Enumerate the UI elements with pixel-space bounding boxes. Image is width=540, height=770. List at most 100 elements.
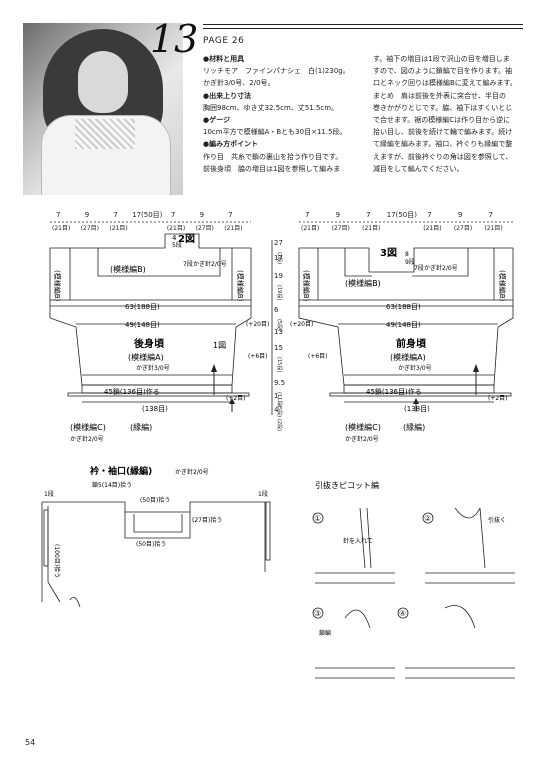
header-rule <box>203 24 523 29</box>
instruction-line: 拾い目し、前後を続けて輪で編みます。続け <box>373 128 513 137</box>
picot-step-label: ② <box>424 514 431 523</box>
top-dimension: 7 <box>171 211 175 219</box>
front-pattern-a: (模様編A) <box>390 352 426 362</box>
back-pattern-b-left: (模様編B) <box>53 270 62 302</box>
instruction-line: 10cm平方で模様編A・Bとも30目×11.5段。 <box>203 128 347 137</box>
front-pattern-b: (模様編B) <box>345 278 381 288</box>
front-band-hook: かぎ針2/0号 <box>424 264 458 272</box>
pattern-number: 13 <box>150 17 199 61</box>
front-band-rows: 7段 <box>414 264 424 272</box>
top-dimension-count: (21目) <box>362 225 380 232</box>
back-side-inc-lower: (+6目) <box>248 353 268 360</box>
picot-title: 引抜きピコット編 <box>315 480 379 490</box>
back-title: 後身頃 <box>134 337 165 350</box>
instruction-line: ●材料と用具 <box>203 55 245 63</box>
back-bottom-inc: (+2目) <box>226 395 246 402</box>
instruction-line: 巻きかがりとじです。脇、袖下はすくいとじ <box>373 103 513 112</box>
left-band-label: 1段 <box>44 490 54 498</box>
top-dimension-count: (21目) <box>52 225 70 232</box>
back-pattern-b: (模様編B) <box>110 264 146 274</box>
instruction-line: て縁編を編みます。袖口、衿ぐりも縁編で整 <box>373 140 513 149</box>
top-dimension-count: (27目) <box>454 225 472 232</box>
instruction-line: ●編み方ポイント <box>203 140 259 149</box>
page-reference: PAGE 26 <box>203 36 245 46</box>
instruction-line: す。袖下の増目は1段で沢山の目を増目しま <box>373 55 510 63</box>
top-dimension: 9 <box>458 211 462 219</box>
top-dimension-count: (21目) <box>423 225 441 232</box>
finishing-title: 衿・袖口(縁編) <box>90 465 152 477</box>
front-edge: (縁編) <box>403 422 425 432</box>
instruction-line: 前後身頃 脇の増目は1図を参照して編みま <box>203 164 341 173</box>
finishing-schematic: 衿・袖口(縁編) かぎ針2/0号 (100目)拾う 鎖5(14目)拾う (50目… <box>41 465 271 608</box>
front-bottom-count: (138目) <box>404 405 430 413</box>
back-pattern-b-right: (模様編B) <box>236 270 245 302</box>
instruction-line: 胸囲98cm、ゆき丈32.5cm、丈51.5cm。 <box>203 103 339 112</box>
back-neck-depth: 4 <box>172 234 177 242</box>
back-width-63: 63(188目) <box>125 303 160 311</box>
top-dimension: 7 <box>228 211 232 219</box>
top-dimension: 9 <box>85 211 89 219</box>
center-dimension-rows: (5段) <box>276 319 283 331</box>
top-dimension: 17(50目) <box>132 211 163 219</box>
picot-note-3: 鎖編 <box>319 629 331 637</box>
instructions-left: ●材料と用具リッチモア ファインパナシェ 白(1)230g。かぎ針3/0号、2/… <box>203 53 350 175</box>
instruction-line: えますが、前後衿ぐりの角は図を参照して、 <box>373 152 513 161</box>
top-dimension-count: (27目) <box>332 225 350 232</box>
center-dimension-rows: (2段) <box>276 252 283 264</box>
instructions-right: す。袖下の増目は1段で沢山の目を増目しますので、図のように鎖編で目を作ります。袖… <box>373 53 517 175</box>
front-pattern-b-right: (模様編B) <box>498 270 507 302</box>
finishing-hook: かぎ針2/0号 <box>175 468 209 476</box>
instruction-line: 作り目 共糸で鎖の裏山を拾う作り目です。 <box>203 152 343 161</box>
front-hook-c: かぎ針2/0号 <box>345 435 379 443</box>
center-dimension: 4 <box>274 406 279 414</box>
top-dimension: 7 <box>427 211 431 219</box>
back-pattern-a: (模様編A) <box>128 352 164 362</box>
side-front-pickup: (27目)拾う <box>192 516 222 524</box>
top-dimension-count: (21目) <box>301 225 319 232</box>
back-side-inc: (+20目) <box>246 321 269 328</box>
instruction-line: かぎ針3/0号、2/0号。 <box>203 79 275 88</box>
center-dimension-rows: (11段) <box>276 392 283 407</box>
back-width-49: 49(148目) <box>125 321 160 329</box>
center-dimension: 19 <box>274 272 283 280</box>
top-dimension-count: (27目) <box>196 225 214 232</box>
back-hook: かぎ針3/0号 <box>136 364 170 372</box>
front-hook: かぎ針3/0号 <box>398 364 432 372</box>
picot-step-label: ④ <box>399 609 406 618</box>
top-dimension-count: (21目) <box>167 225 185 232</box>
top-left-pickup: 鎖5(14目)拾う <box>92 481 132 489</box>
instruction-line: リッチモア ファインパナシェ 白(1)230g。 <box>203 67 350 76</box>
top-dimension: 7 <box>56 211 60 219</box>
bottom-center-pickup: (50目)拾う <box>136 540 166 548</box>
instruction-line: 減目をして編んでください。 <box>373 164 464 173</box>
back-hook-c: かぎ針2/0号 <box>70 435 104 443</box>
center-dimension-rows: (15段) <box>276 357 283 372</box>
center-dimension: 1 <box>274 392 278 400</box>
top-dimension-count: (21目) <box>484 225 502 232</box>
instruction-line: 口とネック回りは模様編Bに変えて編みます。 <box>373 79 517 88</box>
center-dimension-rows: (2段) <box>276 419 283 431</box>
instruction-line: ●出来上り寸法 <box>203 91 252 100</box>
top-dimension: 9 <box>200 211 204 219</box>
front-neck-rows: 9段 <box>405 258 415 266</box>
fig1-label: 1図 <box>213 341 226 350</box>
fig3-label: 3図 <box>380 247 397 259</box>
top-dimension: 17(50目) <box>387 211 418 219</box>
body-schematic: 7 (21目) 9 (27目) 7 (21目) 17(50目) 7 (21目) 9 (27目) 7 (2… <box>49 211 514 443</box>
front-bottom-inc: (+2目) <box>488 395 508 402</box>
instruction-line: で合せます。裾の模様編Cは作り目から逆に <box>373 116 511 125</box>
center-dimension: 13 <box>274 328 283 336</box>
top-dimension-count: (21目) <box>224 225 242 232</box>
center-dimension: 17 <box>274 254 283 262</box>
top-dimension: 7 <box>305 211 309 219</box>
top-dimension: 7 <box>366 211 370 219</box>
back-band-hook: かぎ針2/0号 <box>193 260 227 268</box>
picot-note-2: 引抜く <box>488 516 506 524</box>
front-side-inc-lower: (+6目) <box>308 353 328 360</box>
center-dimension: 9.5 <box>274 379 285 387</box>
front-title: 前身頃 <box>396 337 427 350</box>
center-dimension-rows: (5段) <box>276 405 283 417</box>
front-side-inc: (+20目) <box>290 321 313 328</box>
center-dimension: 15 <box>274 344 283 352</box>
